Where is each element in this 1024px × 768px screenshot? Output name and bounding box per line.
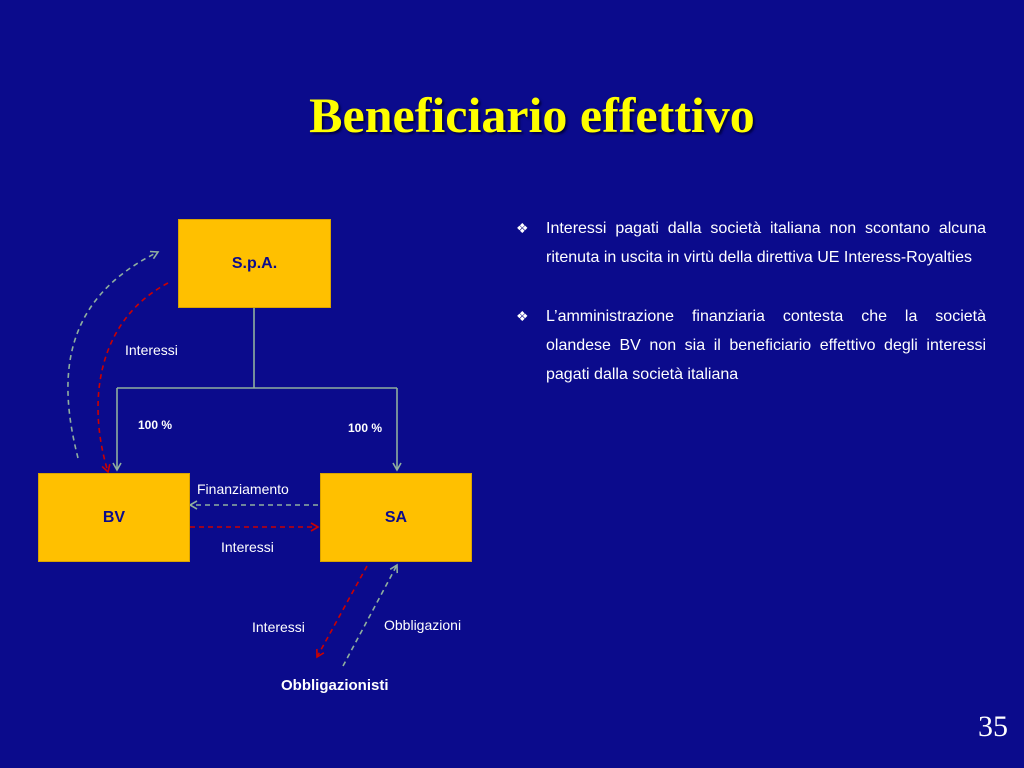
label-finanziamento: Finanziamento (197, 481, 289, 497)
entity-label-sa: SA (384, 508, 408, 526)
dashed-arrow-interessi-to-bondholders (316, 565, 368, 659)
label-obbligazioni: Obbligazioni (384, 617, 462, 633)
bullet-item: ❖ Interessi pagati dalla società italian… (516, 214, 986, 272)
label-pct-right: 100 % (348, 421, 383, 435)
entity-box-bv: BV (38, 473, 190, 562)
bullet-item: ❖ L’amministrazione finanziaria contesta… (516, 302, 986, 389)
dashed-arrow-obbligazioni-to-sa (342, 563, 399, 667)
entity-box-sa: SA (320, 473, 472, 562)
bullet-text: Interessi pagati dalla società italiana … (546, 220, 986, 266)
label-obbligazionisti: Obbligazionisti (281, 677, 389, 694)
bullet-list: ❖ Interessi pagati dalla società italian… (516, 214, 986, 419)
page-number: 35 (978, 710, 1008, 743)
entity-label-bv: BV (102, 508, 126, 526)
slide-title: Beneficiario effettivo (309, 87, 755, 143)
label-interessi-top: Interessi (125, 342, 178, 358)
label-pct-left: 100 % (138, 418, 173, 432)
entity-box-spa: S.p.A. (178, 219, 331, 308)
dashed-arrow-bv-to-spa (67, 250, 160, 459)
entity-label-spa: S.p.A. (231, 254, 278, 272)
dashed-arrow-spa-to-bv (97, 282, 169, 474)
diamond-bullet-icon: ❖ (516, 220, 529, 236)
bullet-text: L’amministrazione finanziaria contesta c… (546, 308, 986, 383)
label-interessi-middle: Interessi (221, 539, 274, 555)
label-interessi-bottom: Interessi (252, 619, 305, 635)
diamond-bullet-icon: ❖ (516, 308, 529, 324)
